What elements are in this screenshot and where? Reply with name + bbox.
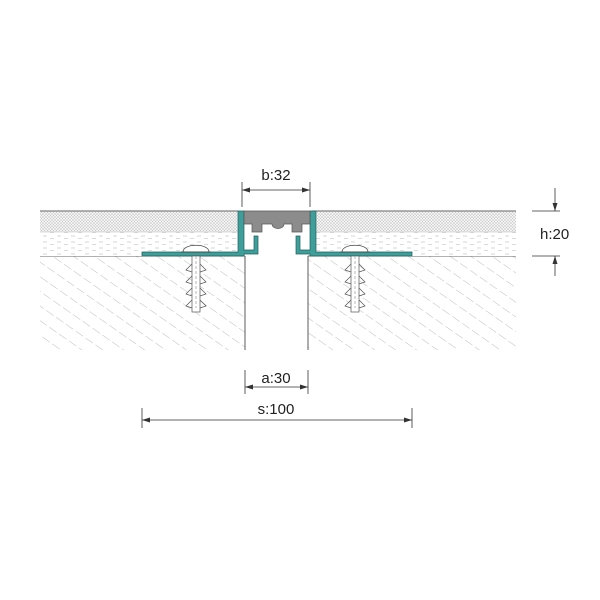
dimension-s: s:100 (141, 401, 413, 428)
dimension-a-label: a:30 (261, 370, 290, 387)
dimension-s-label: s:100 (258, 401, 295, 418)
profile-left (141, 210, 259, 257)
dimension-b: b:32 (241, 167, 311, 207)
floor-covering-layer (40, 210, 516, 233)
screw-head-icon (340, 244, 370, 253)
dimension-h: h:20 (532, 188, 569, 276)
screw-head-icon (181, 244, 211, 253)
substrate-right (307, 255, 516, 350)
dimension-a: a:30 (244, 370, 309, 394)
adhesive-layer (40, 232, 516, 256)
substrate-left (40, 255, 246, 350)
wall-plug-anchor-icon (344, 255, 366, 313)
wall-plug-anchor-icon (185, 255, 207, 313)
dimension-h-label: h:20 (540, 226, 569, 243)
dimension-b-label: b:32 (261, 167, 290, 184)
center-insert (243, 210, 311, 233)
profile-right (295, 210, 413, 257)
